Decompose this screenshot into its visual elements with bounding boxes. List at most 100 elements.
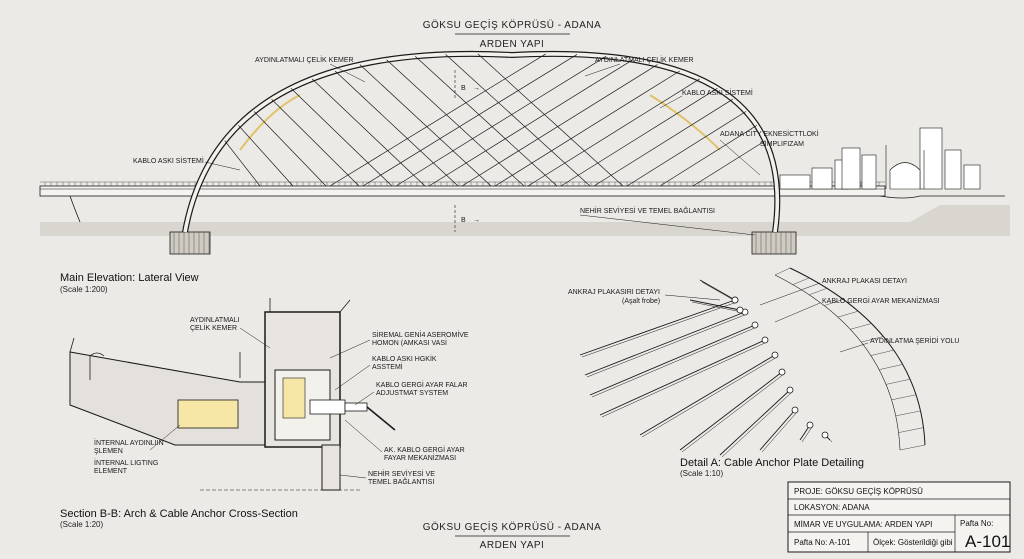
label-arch-right: AYDINLATMALI ÇELİK KEMER [595,55,694,64]
label-arch-1: AYDINLATMALI [190,317,240,324]
leader-a [329,339,371,359]
cable-right [428,59,634,187]
cable-right [461,64,658,187]
label-arch-2: ÇELİK KEMER [190,323,237,332]
title-block: PROJE: GÖKSU GEÇİŞ KÖPRÜSÜ LOKASYON: ADA… [787,481,1011,553]
title-block-frame [787,481,1011,553]
tb-pafta-label: Pafta No: [960,519,993,528]
city-skyline [779,127,981,190]
label-e2: TEMEL BAĞLANTISI [368,477,434,486]
cable-left [271,98,360,187]
anchor-head [806,421,814,429]
section-bb: AYDINLATMALI ÇELİK KEMER SİREMAL GENİ4 A… [69,298,469,491]
leader-int [149,424,181,451]
label-e1: NEHİR SEVİYESİ VE [368,469,435,478]
cable-left [224,140,261,187]
section-scale: (Scale 1:20) [60,520,103,529]
label-cable-left: KABLO ASKI SİSTEMİ [133,156,204,165]
leader-d [344,419,383,453]
leader-anchor-right [759,282,821,306]
detail-cable [589,324,756,396]
detail-hatch-line [809,288,828,296]
anchor-head [791,406,799,414]
right-bank [879,195,1005,199]
detail-cables [579,279,833,458]
anchor-head [736,306,744,314]
cable-right [692,140,766,187]
cable-left [311,78,426,187]
cable-right [494,70,680,187]
detail-cable-sheath [641,356,778,438]
arch-inner [183,52,780,233]
label-a1: SİREMAL GENİ4 ASEROMİVE [372,330,469,339]
sheet-subtitle: ARDEN YAPI [480,39,545,50]
leader-arch-left [329,63,366,83]
label-b1: KABLO ASKI HGKİK [372,354,437,363]
detail-cable-sheath [591,326,758,398]
detail-arch-outer [789,267,926,446]
detail-a: ANKRAJ PLAKASIRI DETAYI (Aşalt frobe) AN… [568,267,959,458]
detail-hatch-line [891,394,917,401]
detail-cable-sheath [581,301,738,358]
anchor-head [778,368,786,376]
detail-cable-sheath [691,301,743,313]
internal-lighting-deck [177,399,239,429]
detail-hatch-line [885,378,911,385]
anchor-head [786,386,794,394]
cable-left [445,54,591,187]
detail-hatch-line [850,323,872,330]
detail-hatch-line [879,364,903,370]
label-int-3: İNTERNAL LIGTING [94,458,158,467]
cable-left [334,70,459,187]
pier-hatching [173,232,792,254]
label-anchor-left: ANKRAJ PLAKASIRI DETAYI [568,289,660,296]
section-caption: Section B-B: Arch & Cable Anchor Cross-S… [60,508,298,520]
detail-hatch-line [895,410,921,417]
detail-cable-sheath [761,411,798,453]
cable-left [477,53,624,187]
leader-light [839,342,869,353]
leader-city [719,139,761,176]
label-river: NEHİR SEVİYESİ VE TEMEL BAĞLANTISI [580,206,715,215]
elevation-caption: Main Elevation: Lateral View [60,272,199,284]
detail-arch-inner [774,274,901,451]
tb-architect: MİMAR VE UYGULAMA: ARDEN YAPI [794,520,932,529]
anchor-head [771,351,779,359]
left-pier [169,231,211,255]
cable-left [414,56,558,187]
sheet-title: GÖKSU GEÇİŞ KÖPRÜSÜ - ADANA [423,18,602,31]
detail-cable [579,299,736,356]
detail-cable [584,311,746,376]
steel-arch [182,50,781,233]
cable-left [386,59,525,187]
footer-title: GÖKSU GEÇİŞ KÖPRÜSÜ - ADANA [423,520,602,533]
detail-cable-sheath [801,426,813,443]
leader-b [334,364,371,391]
cable-right [560,88,718,187]
detail-arch-hatching [774,267,926,451]
label-d1: AK. KABLO GERGİ AYAR [384,445,465,454]
anchor-head [761,336,769,344]
detail-hatch-line [870,349,894,356]
cable-left [238,125,294,187]
detail-cable [679,371,783,451]
elevation-scale: (Scale 1:200) [60,285,108,294]
leader-e [339,474,367,479]
tb-sheet-no: Pafta No: A-101 [794,538,851,547]
detail-cable-sheath [681,373,785,453]
tb-pafta-value: A-101 [965,532,1010,551]
label-city-2: SIMPLIFIZAM [760,141,804,148]
detail-cable [639,354,776,436]
detail-hatch-line [774,267,791,276]
arch-lighting-right [649,94,721,151]
detail-hatch-line [898,427,924,433]
section-arrow-bottom: → [473,217,480,224]
right-pier [751,231,797,255]
anchor-head [751,321,759,329]
tb-project: PROJE: GÖKSU GEÇİŞ KÖPRÜSÜ [794,487,923,496]
cable-right [362,54,578,187]
anchor-block [309,399,346,415]
label-tension: KABLO GERGİ AYAR MEKANİZMASI [822,296,940,305]
